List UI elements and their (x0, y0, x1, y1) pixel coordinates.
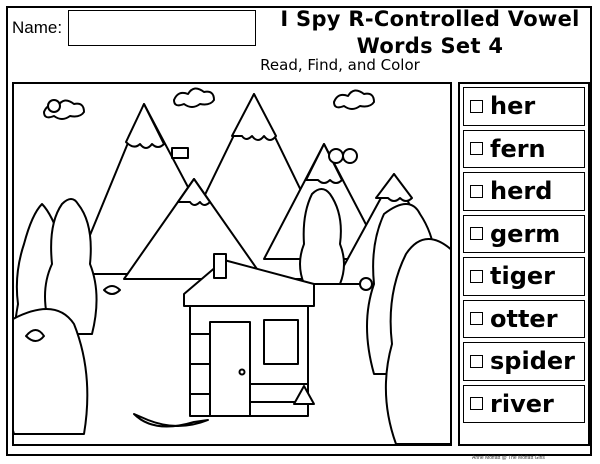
word-label: tiger (490, 262, 555, 291)
worksheet-subtitle: Read, Find, and Color (260, 56, 420, 74)
checkbox[interactable] (470, 142, 483, 156)
mountain (123, 178, 265, 280)
pine-tree (14, 308, 89, 435)
otter-icon (47, 99, 61, 113)
scene-picture (12, 82, 452, 446)
title-line-2: Words Set 4 (356, 34, 504, 58)
cabin-door (209, 321, 251, 417)
checkbox[interactable] (470, 397, 483, 411)
checkbox[interactable] (470, 99, 483, 113)
credit-line: Anne Moffatt @ The Moffatt Girls (472, 455, 545, 461)
checkbox[interactable] (470, 312, 483, 326)
word-item-her[interactable]: her (463, 87, 585, 126)
name-label: Name: (12, 18, 63, 37)
word-item-river[interactable]: river (463, 384, 585, 423)
word-label: germ (490, 219, 561, 248)
worksheet-title: I Spy R-Controlled Vowel Words Set 4 (270, 6, 590, 60)
scene-drawing (14, 87, 450, 444)
word-item-fern[interactable]: fern (463, 129, 585, 168)
word-label: spider (490, 347, 575, 376)
word-label: herd (490, 177, 553, 206)
pine-tree (44, 198, 98, 335)
word-item-spider[interactable]: spider (463, 342, 585, 381)
checkbox[interactable] (470, 227, 483, 241)
fern-icon (293, 385, 315, 405)
word-label: her (490, 92, 536, 121)
word-list: her fern herd germ tiger otter spider ri… (458, 82, 590, 446)
tiger-icon (25, 329, 45, 342)
her-icon (328, 148, 344, 164)
herd-icon (171, 147, 189, 159)
river-icon (133, 413, 209, 428)
pine-tree (299, 188, 345, 285)
cabin-chimney (213, 253, 227, 279)
checkbox[interactable] (470, 269, 483, 283)
cloud-icon (333, 89, 375, 110)
her-icon (342, 148, 358, 164)
door-knob (238, 368, 246, 376)
name-field[interactable] (68, 10, 256, 46)
word-label: otter (490, 304, 558, 333)
germ-icon (103, 285, 121, 295)
word-item-otter[interactable]: otter (463, 299, 585, 338)
spider-icon (359, 277, 373, 291)
cabin-window (263, 319, 299, 365)
pine-tree (384, 238, 450, 444)
worksheet-border (6, 6, 592, 456)
word-item-germ[interactable]: germ (463, 214, 585, 253)
word-item-herd[interactable]: herd (463, 172, 585, 211)
checkbox[interactable] (470, 354, 483, 368)
checkbox[interactable] (470, 184, 483, 198)
word-item-tiger[interactable]: tiger (463, 257, 585, 296)
cloud-icon (173, 87, 215, 108)
title-line-1: I Spy R-Controlled Vowel (280, 7, 580, 31)
word-label: river (490, 389, 554, 418)
word-label: fern (490, 134, 546, 163)
